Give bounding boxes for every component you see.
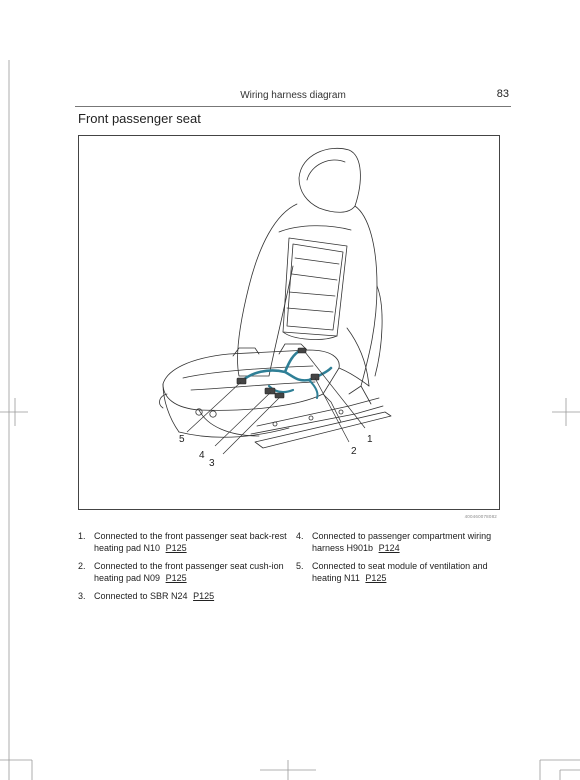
callout-item-3: 3. Connected to SBR N24 P125 bbox=[78, 591, 288, 603]
connector-n11 bbox=[236, 377, 247, 385]
seat-wiring-figure: 1 2 3 4 5 400460078082 bbox=[78, 135, 500, 519]
page-reference-link[interactable]: P125 bbox=[365, 572, 387, 583]
callout-number: 4. bbox=[296, 531, 304, 541]
callout-item-5: 5. Connected to seat module of ventilati… bbox=[296, 561, 508, 584]
header-title: Wiring harness diagram bbox=[240, 90, 346, 101]
callout-label-3: 3 bbox=[209, 458, 215, 469]
callout-column-left: 1. Connected to the front passenger seat… bbox=[78, 531, 288, 610]
callout-item-1: 1. Connected to the front passenger seat… bbox=[78, 531, 288, 554]
callout-item-2: 2. Connected to the front passenger seat… bbox=[78, 561, 288, 584]
page-reference-link[interactable]: P124 bbox=[378, 542, 400, 553]
connector-h901b bbox=[264, 387, 276, 395]
connector-n10 bbox=[297, 347, 307, 354]
callout-label-5: 5 bbox=[179, 434, 185, 445]
callout-text: Connected to seat module of ventilation … bbox=[312, 561, 488, 583]
connector-n24 bbox=[274, 392, 285, 399]
callout-label-2: 2 bbox=[351, 446, 357, 457]
seat-illustration: 1 2 3 4 5 bbox=[159, 147, 392, 469]
page-header: Wiring harness diagram 83 bbox=[75, 88, 511, 107]
callout-text: Connected to passenger compartment wirin… bbox=[312, 531, 492, 553]
page-reference-link[interactable]: P125 bbox=[193, 591, 215, 601]
callout-text: Connected to SBR N24 bbox=[94, 591, 188, 601]
callout-text: Connected to the front passenger seat ba… bbox=[94, 531, 287, 553]
callout-label-4: 4 bbox=[199, 450, 205, 461]
callout-number: 5. bbox=[296, 561, 304, 571]
callout-number: 2. bbox=[78, 561, 86, 571]
section-title: Front passenger seat bbox=[78, 111, 201, 126]
callout-column-right: 4. Connected to passenger compartment wi… bbox=[296, 531, 508, 591]
page-reference-link[interactable]: P125 bbox=[165, 572, 187, 583]
callout-item-4: 4. Connected to passenger compartment wi… bbox=[296, 531, 508, 554]
seat-rail bbox=[254, 411, 392, 449]
figure-id: 400460078082 bbox=[464, 514, 497, 519]
backrest bbox=[237, 203, 298, 377]
callout-number: 1. bbox=[78, 531, 86, 541]
page-number: 83 bbox=[496, 88, 509, 100]
callout-text: Connected to the front passenger seat cu… bbox=[94, 561, 284, 583]
headrest bbox=[298, 147, 361, 213]
connector-n09 bbox=[310, 373, 320, 381]
callout-number: 3. bbox=[78, 591, 86, 601]
page-reference-link[interactable]: P125 bbox=[165, 542, 187, 553]
callout-label-1: 1 bbox=[367, 434, 373, 445]
